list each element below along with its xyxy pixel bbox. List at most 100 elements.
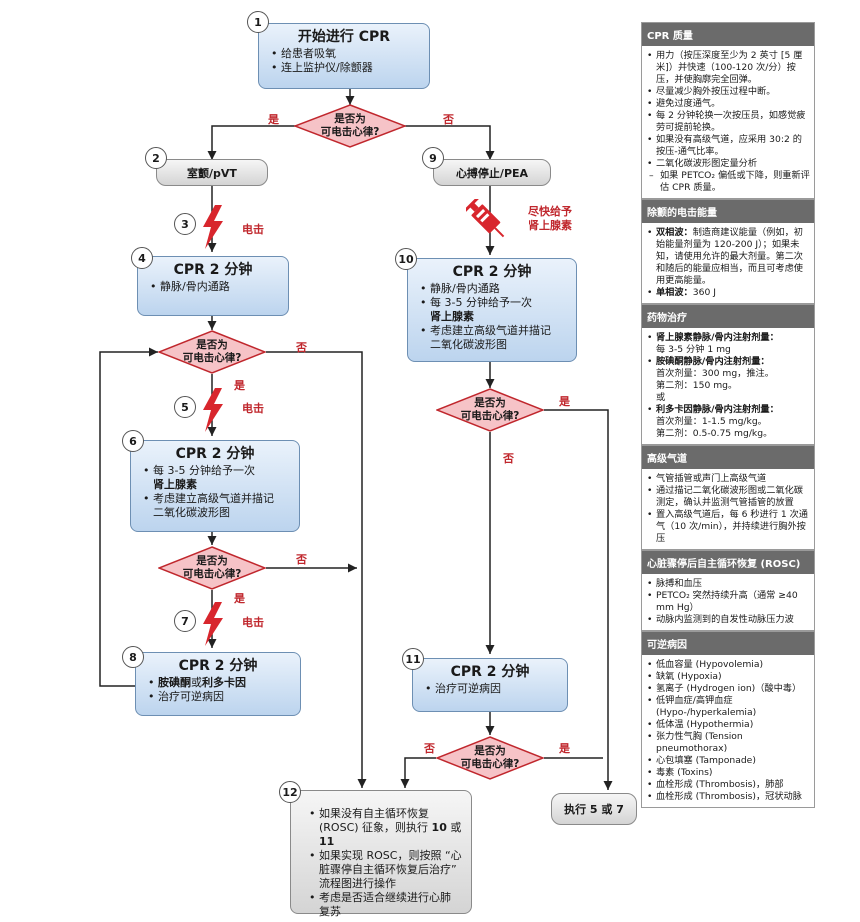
- box-cpr-10-item-3a: 考虑建立高级气道并描记: [430, 324, 551, 337]
- step-number-6: 6: [122, 430, 144, 452]
- rosc-item-3: 动脉内监测到的自发性动脉压力波: [646, 614, 810, 626]
- box-start-cpr-title: 开始进行 CPR: [297, 29, 391, 45]
- label-yes-1: 是: [268, 113, 279, 126]
- step-number-4: 4: [131, 247, 153, 269]
- drug-or: 或: [656, 392, 666, 403]
- decision-shockable-5: 是否为可电击心律?: [436, 736, 544, 780]
- box-rosc-check: 如果没有自主循环恢复(ROSC) 征象，则执行 10 或 11 如果实现 ROS…: [290, 790, 472, 918]
- box-cpr-11-item-1: 治疗可逆病因: [425, 682, 567, 696]
- cause-item-10: 血栓形成 (Thrombosis)，冠状动脉: [646, 791, 810, 803]
- drug-epi: 肾上腺素静脉/骨内注射剂量：每 3-5 分钟 1 mg: [646, 332, 810, 356]
- drug-amio-label: 胺碘酮静脉/骨内注射剂量：: [656, 356, 770, 367]
- section-reversible-causes: 可逆病因 低血容量 (Hypovolemia) 缺氧 (Hypoxia) 氢离子…: [641, 631, 815, 808]
- step-number-1: 1: [247, 11, 269, 33]
- drug-lido-text1: 首次剂量：1-1.5 mg/kg。: [656, 416, 767, 427]
- decision-5-line2: 可电击心律?: [460, 758, 520, 770]
- step-number-8: 8: [122, 646, 144, 668]
- step-number-5: 5: [174, 396, 196, 418]
- step-number-3: 3: [174, 213, 196, 235]
- drug-epi-text: 每 3-5 分钟 1 mg: [656, 344, 731, 355]
- drug-amio-text2: 第二剂：150 mg。: [656, 380, 738, 391]
- section-rosc-header: 心脏骤停后自主循环恢复 (ROSC): [642, 551, 814, 574]
- box-cpr-4: CPR 2 分钟 静脉/骨内通路: [137, 256, 289, 316]
- shock-bolt-icon: [203, 602, 223, 646]
- label-shock-2: 电击: [242, 402, 264, 415]
- box-12-item-2b: 脏骤停自主循环恢复后治疗”: [319, 863, 457, 876]
- box-cpr-11-title: CPR 2 分钟: [450, 664, 530, 680]
- label-shock-3: 电击: [242, 616, 264, 629]
- flow-connectors: [99, 88, 613, 790]
- step-number-11: 11: [402, 648, 424, 670]
- section-shock-energy-header: 除颤的电击能量: [642, 200, 814, 223]
- box-12-item-1d: 或: [446, 821, 462, 834]
- label-no-1: 否: [443, 113, 454, 126]
- section-reversible-causes-header: 可逆病因: [642, 632, 814, 655]
- cause-item-3: 氢离子 (Hydrogen ion)（酸中毒）: [646, 683, 810, 695]
- cpr-quality-item-3: 避免过度通气。: [646, 98, 810, 110]
- section-cpr-quality: CPR 质量 用力（按压深度至少为 2 英寸 [5 厘米]）并快速（100-12…: [641, 22, 815, 199]
- monophasic-label: 单相波：: [656, 287, 693, 298]
- decision-shockable-3: 是否为可电击心律?: [158, 546, 266, 590]
- decision-shockable-1: 是否为可电击心律?: [294, 104, 406, 148]
- section-drug-therapy-header: 药物治疗: [642, 305, 814, 328]
- box-cpr-8-title: CPR 2 分钟: [178, 658, 258, 674]
- box-cpr-8-amio: 胺碘酮: [158, 676, 191, 689]
- box-cpr-8-or: 或: [191, 676, 202, 689]
- cause-item-6: 张力性气胸 (Tension pneumothorax): [646, 731, 810, 755]
- drug-epi-label: 肾上腺素静脉/骨内注射剂量：: [656, 332, 779, 343]
- cpr-quality-item-1: 用力（按压深度至少为 2 英寸 [5 厘米]）并快速（100-120 次/分）按…: [646, 50, 810, 86]
- box-cpr-11: CPR 2 分钟 治疗可逆病因: [412, 658, 568, 712]
- decision-2-line1: 是否为: [196, 339, 228, 351]
- label-yes-5: 是: [559, 742, 570, 755]
- cpr-quality-subitem: 如果 PETCO₂ 偏低或下降，则重新评估 CPR 质量。: [646, 170, 810, 194]
- step-number-2: 2: [145, 147, 167, 169]
- cpr-quality-item-6: 二氧化碳波形图定量分析: [646, 158, 810, 170]
- decision-4-line1: 是否为: [474, 397, 506, 409]
- section-advanced-airway-header: 高级气道: [642, 446, 814, 469]
- syringe-icon: [466, 199, 505, 238]
- box-12-item-1a: 如果没有自主循环恢复: [319, 807, 429, 820]
- label-yes-2: 是: [234, 379, 245, 392]
- decision-diamond-shape: [158, 546, 266, 590]
- cause-item-8: 毒素 (Toxins): [646, 767, 810, 779]
- decision-1-line2: 可电击心律?: [320, 126, 380, 138]
- shock-bolt-icon: [203, 388, 223, 432]
- box-cpr-8-lido: 利多卡因: [202, 676, 246, 689]
- decision-shockable-4: 是否为可电击心律?: [436, 388, 544, 432]
- cause-item-4: 低钾血症/高钾血症 (Hypo-/hyperkalemia): [646, 695, 810, 719]
- drug-amio-text1: 首次剂量：300 mg，推注。: [656, 368, 774, 379]
- box-start-cpr-item-2: 连上监护仪/除颤器: [271, 61, 429, 75]
- box-cpr-6-item-1b: 肾上腺素: [153, 478, 197, 491]
- cpr-quality-item-2: 尽量减少胸外按压过程中断。: [646, 86, 810, 98]
- decision-4-line2: 可电击心律?: [460, 410, 520, 422]
- side-panel: CPR 质量 用力（按压深度至少为 2 英寸 [5 厘米]）并快速（100-12…: [641, 22, 815, 808]
- box-vf-pvt: 室颤/pVT: [156, 159, 268, 186]
- section-rosc: 心脏骤停后自主循环恢复 (ROSC) 脉搏和血压 PETCO₂ 突然持续升高（通…: [641, 550, 815, 631]
- step-number-7: 7: [174, 610, 196, 632]
- label-epi-line1: 尽快给予: [528, 205, 572, 218]
- shock-energy-biphasic: 双相波：制造商建议能量（例如，初始能量剂量为 120-200 J）；如果未知，请…: [646, 227, 810, 287]
- box-12-item-1c: 10: [431, 821, 447, 834]
- label-no-2: 否: [296, 341, 307, 354]
- step-number-12: 12: [279, 781, 301, 803]
- box-12-item-2c: 流程图进行操作: [319, 877, 396, 890]
- box-cpr-6-item-2b: 二氧化碳波形图: [153, 506, 230, 519]
- section-cpr-quality-header: CPR 质量: [642, 23, 814, 46]
- label-no-3: 否: [296, 553, 307, 566]
- cpr-quality-item-5: 如果没有高级气道，应采用 30:2 的按压-通气比率。: [646, 134, 810, 158]
- box-cpr-4-item-1: 静脉/骨内通路: [150, 280, 288, 294]
- cpr-quality-item-4: 每 2 分钟轮换一次按压员，如感觉疲劳可提前轮换。: [646, 110, 810, 134]
- box-cpr-10-item-2a: 每 3-5 分钟给予一次: [430, 296, 532, 309]
- box-12-item-3a: 考虑是否适合继续进行心肺: [319, 891, 451, 904]
- decision-shockable-2: 是否为可电击心律?: [158, 330, 266, 374]
- box-12-item-1e: 11: [319, 835, 335, 848]
- airway-item-3: 置入高级气道后，每 6 秒进行 1 次通气（10 次/min），并持续进行胸外按…: [646, 509, 810, 545]
- cause-item-9: 血栓形成 (Thrombosis)，肺部: [646, 779, 810, 791]
- box-cpr-6-title: CPR 2 分钟: [175, 446, 255, 462]
- box-cpr-10-item-3b: 二氧化碳波形图: [430, 338, 507, 351]
- monophasic-text: 360 J: [692, 287, 716, 298]
